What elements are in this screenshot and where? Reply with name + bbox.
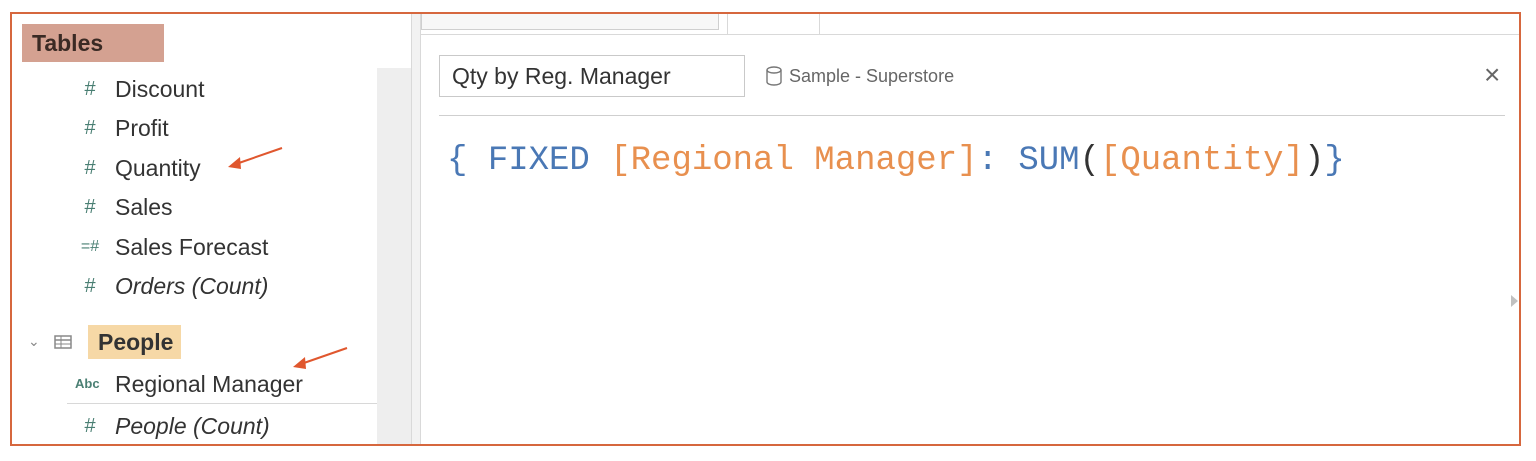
table-label: People bbox=[88, 325, 181, 359]
formula-editor[interactable]: { FIXED [Regional Manager]: SUM([Quantit… bbox=[447, 139, 1345, 183]
formula-token: } bbox=[1324, 142, 1345, 180]
divider bbox=[819, 14, 820, 34]
field-label: Quantity bbox=[115, 155, 201, 181]
sidebar-scrollbar[interactable] bbox=[377, 68, 411, 444]
formula-token: { bbox=[447, 142, 488, 180]
formula-token: ) bbox=[1303, 142, 1325, 180]
data-pane: Tables # Discount # Profit # Quantity # … bbox=[12, 14, 377, 444]
formula-token: : bbox=[977, 142, 1019, 180]
screenshot-frame: Tables # Discount # Profit # Quantity # … bbox=[10, 12, 1521, 446]
annotation-arrow bbox=[293, 347, 348, 369]
close-icon[interactable]: × bbox=[1484, 59, 1501, 90]
formula-token: [Regional Manager] bbox=[610, 142, 978, 180]
tables-section-header: Tables bbox=[22, 24, 164, 62]
formula-token: FIXED bbox=[487, 142, 611, 180]
divider bbox=[439, 115, 1505, 116]
pane-splitter[interactable] bbox=[411, 14, 421, 444]
annotation-arrow bbox=[228, 147, 283, 169]
expand-arrow-icon[interactable] bbox=[1511, 295, 1518, 307]
field-label: People (Count) bbox=[115, 413, 270, 439]
measure-hash-icon: # bbox=[84, 157, 96, 179]
field-label: Sales Forecast bbox=[115, 234, 269, 260]
field-label: Profit bbox=[115, 115, 169, 141]
measure-hash-icon: # bbox=[84, 117, 96, 139]
formula-token: [Quantity] bbox=[1099, 142, 1304, 180]
shelf-tab[interactable] bbox=[421, 14, 719, 30]
field-label: Orders (Count) bbox=[115, 273, 269, 299]
field-label: Sales bbox=[115, 194, 173, 220]
field-label: Discount bbox=[115, 76, 205, 102]
calculation-editor: Qty by Reg. Manager Sample - Superstore … bbox=[421, 35, 1519, 444]
table-icon bbox=[54, 335, 72, 349]
field-label: Regional Manager bbox=[115, 371, 303, 397]
string-abc-icon: Abc bbox=[75, 376, 100, 391]
chevron-down-icon[interactable]: ⌄ bbox=[28, 333, 40, 349]
top-toolbar-strip bbox=[421, 14, 1519, 35]
formula-token: SUM bbox=[1018, 142, 1080, 180]
datasource-name: Sample - Superstore bbox=[789, 66, 955, 86]
measure-hash-icon: # bbox=[84, 275, 96, 297]
measure-hash-icon: # bbox=[84, 196, 96, 218]
database-icon bbox=[766, 66, 782, 86]
divider bbox=[67, 403, 377, 404]
divider bbox=[727, 14, 728, 34]
calculation-name-field[interactable]: Qty by Reg. Manager bbox=[439, 55, 745, 97]
formula-token: ( bbox=[1079, 142, 1100, 180]
forecast-measure-icon: =# bbox=[80, 238, 100, 255]
measure-hash-icon: # bbox=[84, 415, 96, 437]
measure-hash-icon: # bbox=[84, 78, 96, 100]
